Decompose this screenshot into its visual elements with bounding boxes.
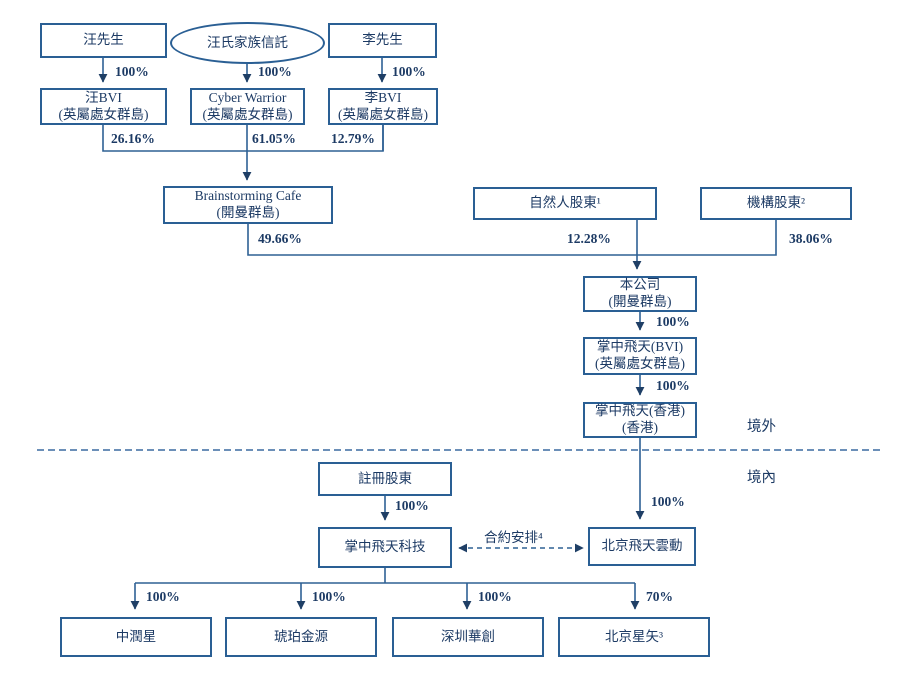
pct-trust-to-cyber: 100%: [258, 64, 292, 79]
node-sublabel: (英屬處女群島): [58, 106, 149, 122]
node-mr-wang: 汪先生: [40, 23, 167, 58]
node-label: 李先生: [362, 32, 403, 48]
node-label: 本公司: [619, 277, 661, 293]
node-zhong-run-xing: 中潤星: [60, 617, 212, 657]
node-institutional-shareholders: 機構股東²: [700, 187, 852, 220]
pct-brainstorming-to-company: 49.66%: [258, 231, 302, 246]
pct-tech-to-huachuang: 100%: [478, 589, 512, 604]
node-beijing-xingshi: 北京星矢³: [558, 617, 710, 657]
pct-wangbvi-to-brainstorming: 26.16%: [111, 131, 155, 146]
node-cyber-warrior: Cyber Warrior (英屬處女群島): [190, 88, 305, 125]
node-zzft-bvi: 掌中飛天(BVI) (英屬處女群島): [583, 337, 697, 375]
node-hupo-jinyuan: 琥珀金源: [225, 617, 377, 657]
node-label: Brainstorming Cafe: [194, 188, 302, 204]
pct-wang-to-wangbvi: 100%: [115, 64, 149, 79]
node-label: 李BVI: [364, 89, 402, 105]
node-label: 掌中飛天科技: [344, 539, 426, 555]
pct-natural-to-company: 12.28%: [567, 231, 611, 246]
node-label: 汪BVI: [85, 89, 122, 105]
pct-tech-to-xingshi: 70%: [646, 589, 673, 604]
offshore-label: 境外: [747, 419, 776, 435]
node-registered-shareholders: 註冊股東: [318, 462, 452, 496]
node-label: 琥珀金源: [274, 628, 328, 644]
node-li-bvi: 李BVI (英屬處女群島): [328, 88, 438, 125]
node-mr-li: 李先生: [328, 23, 437, 58]
node-label: 掌中飛天(香港): [595, 403, 685, 419]
pct-institutional-to-company: 38.06%: [789, 231, 833, 246]
node-natural-person-shareholders: 自然人股東¹: [473, 187, 657, 220]
node-zzft-hk: 掌中飛天(香港) (香港): [583, 402, 697, 438]
pct-li-to-libvi: 100%: [392, 64, 426, 79]
node-brainstorming-cafe: Brainstorming Cafe (開曼群島): [163, 186, 333, 224]
node-beijing-feitian-yundong: 北京飛天雲動: [588, 527, 696, 566]
node-label: 深圳華創: [441, 628, 495, 644]
pct-libvi-to-brainstorming: 12.79%: [331, 131, 375, 146]
contractual-arrangements-label: 合約安排⁴: [484, 530, 543, 545]
node-zzft-technology: 掌中飛天科技: [318, 527, 452, 568]
pct-tech-to-hupo: 100%: [312, 589, 346, 604]
node-label: 汪氏家族信託: [207, 34, 288, 50]
node-shenzhen-huachuang: 深圳華創: [392, 617, 544, 657]
node-sublabel: (開曼群島): [608, 294, 672, 309]
node-label: 北京星矢³: [604, 628, 664, 644]
pct-company-to-zzftbvi: 100%: [656, 314, 690, 329]
node-wang-family-trust: 汪氏家族信託: [170, 22, 325, 64]
node-label: 機構股東²: [746, 195, 806, 211]
pct-cyber-to-brainstorming: 61.05%: [252, 131, 296, 146]
node-label: Cyber Warrior: [208, 89, 287, 105]
node-sublabel: (英屬處女群島): [202, 106, 293, 122]
pct-zzfthk-to-feitian: 100%: [651, 494, 685, 509]
node-label: 掌中飛天(BVI): [596, 339, 684, 355]
node-label: 北京飛天雲動: [601, 538, 683, 554]
pct-tech-to-zhongrunxing: 100%: [146, 589, 180, 604]
node-the-company: 本公司 (開曼群島): [583, 276, 697, 312]
pct-zzftbvi-to-zzfthk: 100%: [656, 378, 690, 393]
node-sublabel: (英屬處女群島): [595, 356, 685, 371]
node-wang-bvi: 汪BVI (英屬處女群島): [40, 88, 167, 125]
node-label: 註冊股東: [358, 470, 412, 486]
node-sublabel: (開曼群島): [216, 205, 280, 220]
node-label: 中潤星: [115, 628, 157, 644]
node-label: 自然人股東¹: [529, 195, 601, 211]
onshore-label: 境內: [747, 470, 776, 486]
node-sublabel: (香港): [622, 420, 658, 435]
node-sublabel: (英屬處女群島): [338, 106, 428, 122]
node-label: 汪先生: [83, 32, 124, 48]
pct-registered-to-tech: 100%: [395, 498, 429, 513]
